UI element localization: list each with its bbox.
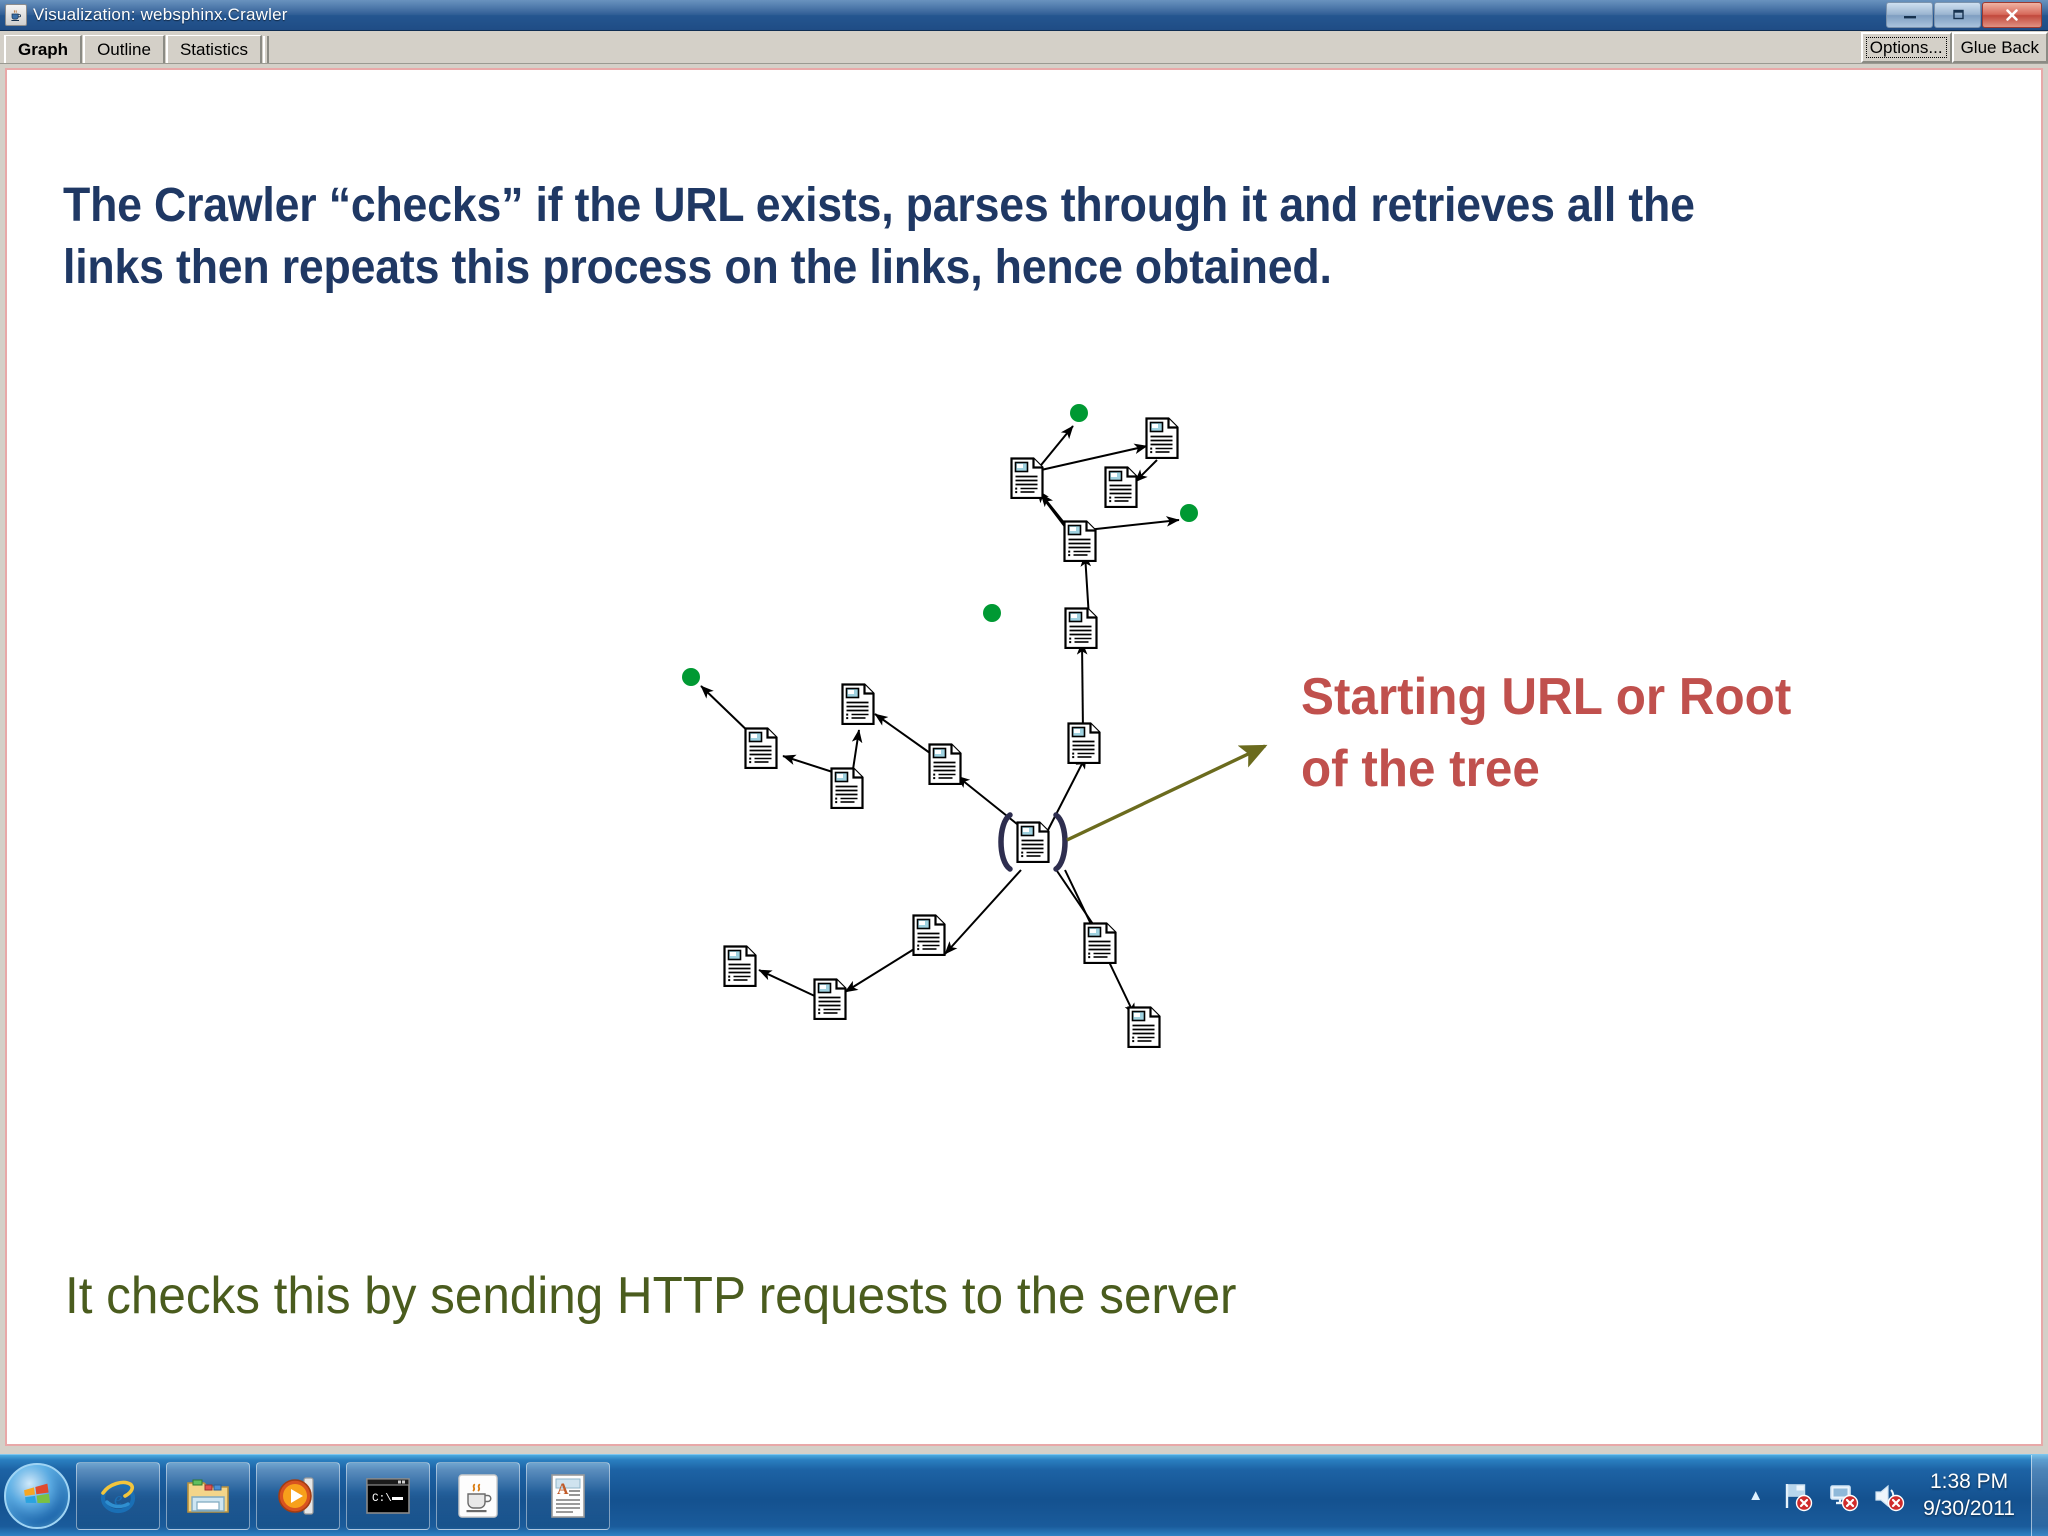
tab-graph-label: Graph bbox=[18, 39, 69, 59]
taskbar-item-java[interactable] bbox=[436, 1461, 520, 1530]
java-icon bbox=[458, 1473, 498, 1518]
java-coffee-cup-icon bbox=[5, 4, 27, 26]
glue-back-button-label: Glue Back bbox=[1960, 37, 2039, 57]
document-app-icon: A bbox=[551, 1473, 585, 1518]
slide-canvas: The Crawler “checks” if the URL exists, … bbox=[5, 68, 2043, 1446]
graph-node[interactable] bbox=[744, 727, 778, 769]
graph-leaf-node[interactable] bbox=[983, 604, 1001, 622]
command-prompt-icon: C:\ bbox=[366, 1477, 410, 1514]
header-button-group: Options... Glue Back bbox=[1860, 32, 2048, 63]
action-center-flag-icon[interactable] bbox=[1779, 1479, 1813, 1513]
taskbar-item-media-player[interactable] bbox=[256, 1461, 340, 1530]
graph-node[interactable] bbox=[1010, 457, 1044, 499]
graph-node[interactable] bbox=[912, 914, 946, 956]
graph-node[interactable] bbox=[813, 978, 847, 1020]
tab-outline-label: Outline bbox=[97, 39, 151, 59]
taskbar-item-command-prompt[interactable]: C:\ bbox=[346, 1461, 430, 1530]
show-desktop-button[interactable] bbox=[2031, 1455, 2048, 1536]
network-icon[interactable] bbox=[1825, 1479, 1859, 1513]
close-button[interactable] bbox=[1982, 2, 2042, 28]
media-player-icon bbox=[278, 1476, 314, 1515]
svg-text:e: e bbox=[114, 1489, 122, 1510]
clock-time: 1:38 PM bbox=[1929, 1470, 2009, 1494]
graph-node[interactable] bbox=[1064, 607, 1098, 649]
graph-leaf-node[interactable] bbox=[1180, 504, 1198, 522]
graph-leaf-node[interactable] bbox=[1070, 404, 1088, 422]
graph-node[interactable] bbox=[1104, 466, 1138, 508]
window-titlebar[interactable]: Visualization: websphinx.Crawler bbox=[0, 0, 2048, 31]
svg-text:C:\: C:\ bbox=[372, 1493, 392, 1505]
tab-statistics[interactable]: Statistics bbox=[165, 35, 262, 63]
graph-nodes[interactable] bbox=[723, 417, 1179, 1048]
graph-node[interactable] bbox=[1145, 417, 1179, 459]
volume-icon[interactable] bbox=[1871, 1479, 1905, 1513]
system-tray: ▲ bbox=[1732, 1455, 2048, 1536]
show-hidden-icons-arrow[interactable]: ▲ bbox=[1748, 1487, 1764, 1504]
windows-taskbar: e bbox=[0, 1454, 2048, 1536]
taskbar-clock[interactable]: 1:38 PM 9/30/2011 bbox=[1923, 1469, 2015, 1522]
taskbar-item-windows-explorer[interactable] bbox=[166, 1461, 250, 1530]
window-title: Visualization: websphinx.Crawler bbox=[33, 5, 288, 24]
minimize-button[interactable] bbox=[1886, 2, 1933, 28]
graph-node[interactable] bbox=[1067, 722, 1101, 764]
glue-back-button[interactable]: Glue Back bbox=[1951, 32, 2048, 63]
footer-text: It checks this by sending HTTP requests … bbox=[65, 1267, 1237, 1325]
graph-leaf-node[interactable] bbox=[682, 668, 700, 686]
graph-node[interactable] bbox=[830, 767, 864, 809]
tab-graph[interactable]: Graph bbox=[4, 35, 83, 63]
window-controls bbox=[1886, 2, 2042, 28]
application-window: Visualization: websphinx.Crawler bbox=[0, 0, 2048, 1455]
taskbar-item-internet-explorer[interactable]: e bbox=[76, 1461, 160, 1530]
clock-date: 9/30/2011 bbox=[1923, 1496, 2015, 1520]
start-button[interactable] bbox=[4, 1462, 70, 1529]
windows-explorer-icon bbox=[187, 1479, 229, 1513]
graph-leaf-nodes[interactable] bbox=[682, 404, 1198, 686]
callout-label: Starting URL or Root of the tree bbox=[1301, 668, 1792, 798]
graph-node[interactable] bbox=[1063, 520, 1097, 562]
callout-arrow bbox=[1066, 744, 1268, 842]
graph-node[interactable] bbox=[841, 683, 875, 725]
internet-explorer-icon: e bbox=[100, 1480, 136, 1513]
graph-node-root[interactable] bbox=[1016, 821, 1050, 863]
maximize-button[interactable] bbox=[1934, 2, 1981, 28]
svg-text:A: A bbox=[557, 1481, 569, 1498]
options-button[interactable]: Options... bbox=[1860, 32, 1952, 63]
crawler-graph[interactable] bbox=[7, 70, 2037, 1446]
page-title: The Crawler “checks” if the URL exists, … bbox=[63, 179, 1695, 294]
tab-strip-filler bbox=[262, 36, 269, 63]
graph-node[interactable] bbox=[1083, 922, 1117, 964]
graph-node[interactable] bbox=[723, 945, 757, 987]
tab-outline[interactable]: Outline bbox=[83, 35, 165, 63]
options-button-label: Options... bbox=[1869, 37, 1943, 57]
tab-statistics-label: Statistics bbox=[179, 39, 248, 59]
tab-bar: Graph Outline Statistics Options... Glue… bbox=[0, 31, 2048, 64]
graph-node[interactable] bbox=[1127, 1006, 1161, 1048]
taskbar-item-document-app[interactable]: A bbox=[526, 1461, 610, 1530]
graph-node[interactable] bbox=[928, 743, 962, 785]
